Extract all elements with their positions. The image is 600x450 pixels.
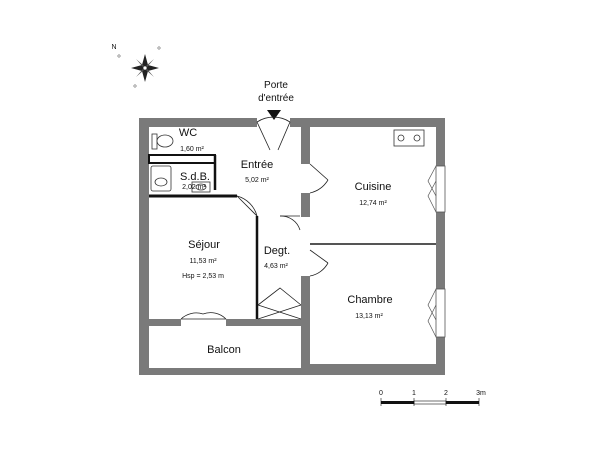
room-name-degt: Degt. <box>263 245 291 257</box>
compass-north-label: N <box>111 44 117 51</box>
room-area-chambre: 13,13 m² <box>355 313 383 320</box>
scale-tick-1: 1 <box>412 390 416 397</box>
ceiling-height-note: Hsp = 2,53 m <box>182 273 224 280</box>
room-name-entree: Entrée <box>240 159 274 171</box>
entry-label-line1: Porte <box>264 80 288 91</box>
entry-label-line2: d'entrée <box>258 93 294 104</box>
room-name-wc: WC <box>178 127 198 139</box>
scale-tick-0: 0 <box>379 390 383 397</box>
room-area-entree: 5,02 m² <box>245 177 269 184</box>
toilet-icon <box>151 133 158 150</box>
room-area-cuisine: 12,74 m² <box>359 200 387 207</box>
room-name-balcon: Balcon <box>207 344 241 356</box>
room-area-wc: 1,60 m² <box>180 146 204 153</box>
compass-rose-icon <box>117 46 161 88</box>
scale-bar <box>380 398 480 406</box>
entry-arrow-icon <box>267 110 281 120</box>
outer-walls <box>139 118 445 375</box>
room-name-cuisine: Cuisine <box>354 181 392 193</box>
room-name-sejour: Séjour <box>188 239 220 251</box>
interior-walls <box>148 154 436 319</box>
room-name-chambre: Chambre <box>347 294 393 306</box>
scale-tick-2: 2 <box>444 390 448 397</box>
room-area-sdb: 2,02 m² <box>182 184 206 191</box>
toilet-bowl-icon <box>156 134 174 148</box>
entry-label: Porte d'entrée <box>258 79 294 105</box>
room-name-sdb: S.d.B. <box>180 171 210 183</box>
doors <box>180 116 329 320</box>
windows <box>435 165 446 338</box>
scale-tick-3: 3m <box>476 390 486 397</box>
room-area-degt: 4,63 m² <box>264 263 288 270</box>
fixtures <box>150 129 425 193</box>
stove-icon <box>393 129 425 147</box>
room-area-sejour: 11,53 m² <box>189 258 217 265</box>
